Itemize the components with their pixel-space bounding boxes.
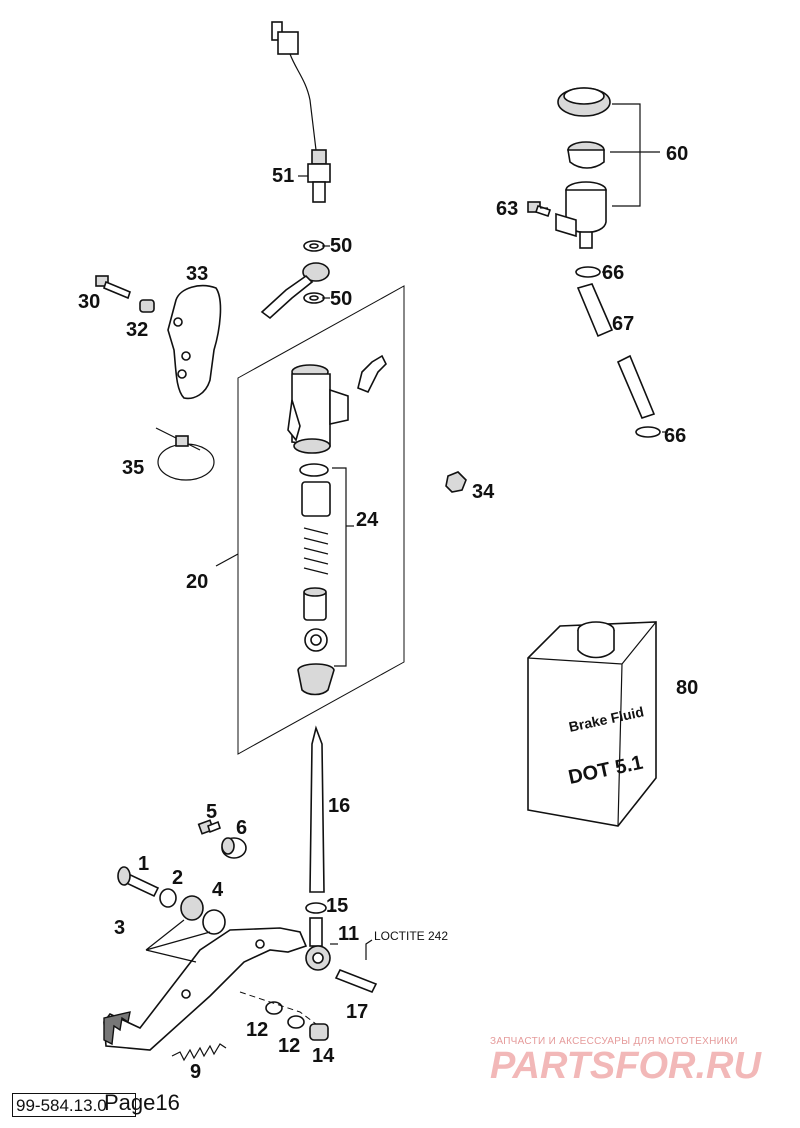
pedal-fasteners [239,991,329,1041]
cover-assembly [95,275,222,400]
footer-page-label: Page16 [104,1090,180,1115]
hose-assembly [575,266,661,438]
bolt-17 [334,968,378,994]
callout-63: 63 [496,198,518,220]
callout-12-right: 12 [278,1035,300,1057]
callout-50-lower: 50 [330,288,352,310]
watermark-brand: PARTSFOR.RU [490,1045,762,1087]
callout-3: 3 [114,917,125,939]
repair-kit [297,463,354,696]
callout-16: 16 [328,795,350,817]
callout-14: 14 [312,1045,335,1067]
callout-32: 32 [126,319,148,341]
pivot-hardware [197,819,247,859]
callout-67: 67 [612,313,634,335]
callout-50-upper: 50 [330,235,352,257]
brake-light-switch [271,21,331,203]
watermark: ЗАПЧАСТИ И АКСЕССУАРЫ ДЛЯ МОТОТЕХНИКИ PA… [490,1036,762,1087]
banjo-washers [260,240,330,320]
callout-66-upper: 66 [602,262,624,284]
footer-code-box [12,1093,136,1117]
master-cylinder-frame [237,285,405,755]
master-cylinder [287,354,387,454]
footer-code: 99-584.13.0 [16,1096,107,1115]
callout-1: 1 [138,853,149,875]
pedal-pivot [117,866,226,935]
push-rod [305,725,331,971]
callout-51: 51 [272,165,294,187]
callout-12-left: 12 [246,1019,268,1041]
callout-30: 30 [78,291,100,313]
reservoir [527,87,660,249]
cable-tie [155,427,215,481]
callout-5: 5 [206,801,217,823]
watermark-tagline: ЗАПЧАСТИ И АКСЕССУАРЫ ДЛЯ МОТОТЕХНИКИ [490,1036,738,1047]
callout-17: 17 [346,1001,368,1023]
callout-66-lower: 66 [664,425,686,447]
brake-pedal [103,927,308,1051]
brake-fluid-can: Brake Fluid DOT 5.1 [527,621,657,827]
callout-20: 20 [186,571,208,593]
callout-80: 80 [676,677,698,699]
callout-24: 24 [356,509,379,531]
callout-15: 15 [326,895,348,917]
callout-34: 34 [472,481,495,503]
callout-11: 11 [338,923,359,945]
leader-lines [145,175,668,963]
callout-9: 9 [190,1061,201,1083]
callout-4: 4 [212,879,224,901]
callout-labels: 51 50 50 33 30 32 35 20 24 34 60 63 66 6… [78,143,698,1083]
loctite-note: LOCTITE 242 [374,929,448,943]
callout-33: 33 [186,263,208,285]
callout-60: 60 [666,143,688,165]
callout-35: 35 [122,457,144,479]
callout-2: 2 [172,867,183,889]
callout-6: 6 [236,817,247,839]
return-spring [171,1043,227,1062]
nut-34 [445,471,467,493]
